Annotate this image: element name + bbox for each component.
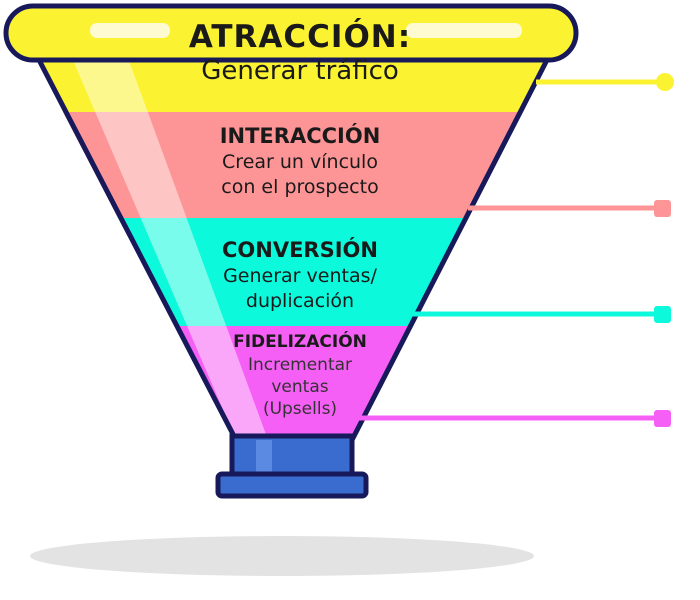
stage-description: duplicación bbox=[245, 290, 355, 312]
funnel-rim bbox=[3, 3, 579, 63]
stage-conversion: CONVERSIÓN Generar ventas/ duplicación bbox=[170, 236, 430, 314]
stage-description: ventas bbox=[271, 377, 329, 397]
stage-fidelizacion: FIDELIZACIÓN Incrementar ventas (Upsells… bbox=[195, 330, 405, 420]
stage-description: Incrementar bbox=[247, 355, 353, 375]
funnel-shadow bbox=[30, 536, 534, 576]
stage-band-interaccion bbox=[63, 112, 522, 218]
leader-marker-fidelizacion bbox=[654, 410, 671, 427]
stage-description: Crear un vínculo bbox=[222, 151, 378, 173]
glass-highlight bbox=[72, 58, 268, 440]
stage-atraccion: ATRACCIÓN: Generar tráfico bbox=[140, 18, 460, 86]
leader-marker-interaccion bbox=[654, 200, 671, 217]
leader-marker-conversion bbox=[654, 306, 671, 323]
stage-title: INTERACCIÓN bbox=[219, 124, 381, 148]
stage-description: Generar tráfico bbox=[201, 56, 399, 86]
stage-description: Generar ventas/ bbox=[223, 265, 377, 287]
stage-band-atraccion bbox=[38, 58, 548, 112]
rim-highlight-right bbox=[406, 23, 522, 38]
stage-interaccion: INTERACCIÓN Crear un vínculo con el pros… bbox=[170, 122, 430, 200]
funnel-base bbox=[215, 471, 369, 499]
stage-description: con el prospecto bbox=[221, 176, 379, 198]
stage-band-conversion bbox=[118, 218, 468, 326]
rim-highlight-left bbox=[90, 23, 170, 38]
stage-description: (Upsells) bbox=[262, 399, 338, 419]
stage-title: CONVERSIÓN bbox=[222, 238, 378, 262]
leader-marker-atraccion bbox=[656, 73, 674, 91]
spout-highlight bbox=[256, 440, 272, 476]
stage-title: ATRACCIÓN: bbox=[188, 19, 412, 55]
stage-title: FIDELIZACIÓN bbox=[233, 332, 367, 352]
stage-band-fidelizacion bbox=[176, 326, 410, 440]
funnel-spout bbox=[229, 433, 355, 481]
